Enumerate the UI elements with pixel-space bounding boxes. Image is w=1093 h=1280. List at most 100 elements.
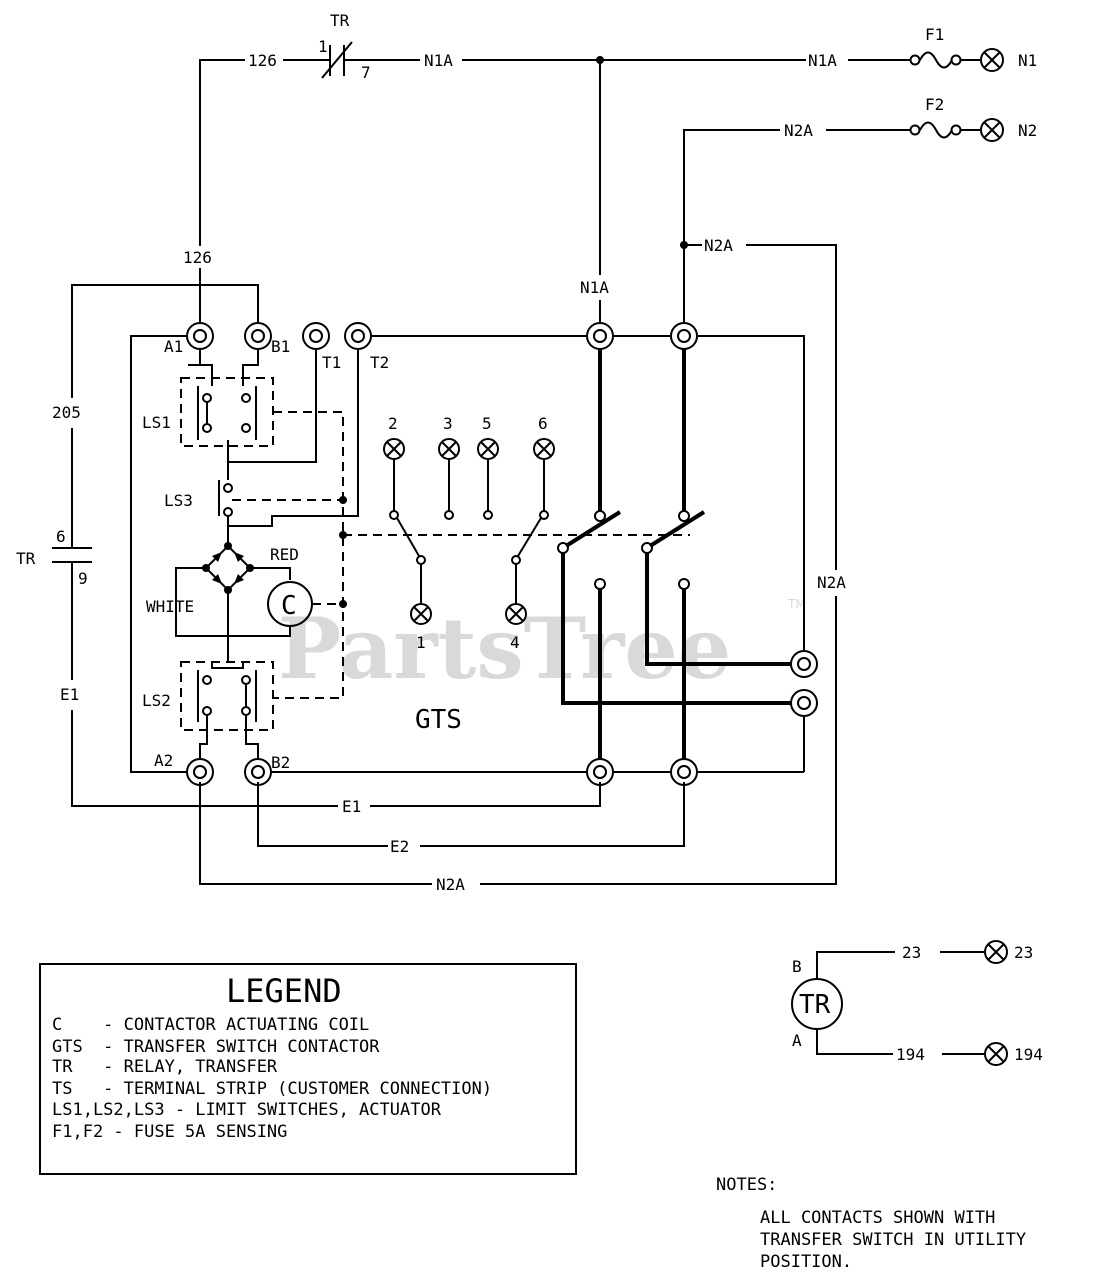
- ls2-contact-4: [241, 706, 251, 716]
- fuse-f2-terminal-left: [909, 124, 921, 136]
- aux-terminal-5-icon: [477, 438, 499, 460]
- wire-126-label-bg: [180, 246, 220, 268]
- bridge-node-top: [224, 542, 232, 550]
- wire-n2a-bottom-left: [199, 782, 432, 885]
- main-contact-n1a-fixed: [594, 510, 606, 522]
- ls-actuator-dash: [273, 411, 344, 699]
- wire-205: [71, 284, 259, 398]
- tr-relay-label: TR: [799, 990, 831, 1020]
- wire-label-n1a-top-right: N1A: [808, 51, 837, 70]
- main-contact-blade-1: [564, 510, 622, 548]
- wire-label-n1a-top-left: N1A: [424, 51, 453, 70]
- ls2-label: LS2: [142, 691, 171, 710]
- fuse-f1-label: F1: [925, 25, 944, 44]
- ls3-wire-t2: [227, 349, 359, 527]
- wire-n2a-top: [683, 129, 780, 322]
- fuse-f2-icon: [919, 121, 953, 139]
- fuse-f2-label: F2: [925, 95, 944, 114]
- tr-relay-pin-b: B: [792, 957, 802, 976]
- aux-blade-left: [396, 517, 420, 557]
- coil-c-label: C: [281, 591, 297, 621]
- terminal-load-2: [790, 689, 818, 717]
- linkage-junction: [339, 531, 347, 539]
- ls2-contact-3: [202, 706, 212, 716]
- wire-white: [175, 567, 291, 637]
- terminal-n2-icon: [980, 118, 1004, 142]
- ls3-dash-junction: [339, 496, 347, 504]
- aux-contact-3: [444, 510, 454, 520]
- tr-contact-pin7: 7: [361, 63, 371, 82]
- terminal-b1: [244, 322, 272, 350]
- tr-contact-pin1: 1: [318, 37, 328, 56]
- aux-label-2: 2: [388, 414, 398, 433]
- terminal-194-label: 194: [1014, 1045, 1043, 1064]
- terminal-b2-label: B2: [271, 753, 290, 772]
- wire-red: [250, 567, 291, 580]
- tr-contact-label: TR: [330, 11, 350, 30]
- terminal-23-icon: [984, 940, 1008, 964]
- terminal-23-label: 23: [1014, 943, 1033, 962]
- terminal-a2-label: A2: [154, 751, 173, 770]
- main-contact-pivot-1: [557, 542, 569, 554]
- wire-label-205: 205: [52, 403, 81, 422]
- aux-contact-6: [539, 510, 549, 520]
- ls2-contact-2: [241, 675, 251, 685]
- aux-label-5: 5: [482, 414, 492, 433]
- aux-label-3: 3: [443, 414, 453, 433]
- tr-relay-wire-a: [816, 1029, 893, 1055]
- legend-line: C - CONTACTOR ACTUATING COIL: [52, 1015, 369, 1035]
- ls2-wire-b2: [245, 715, 259, 759]
- tr-relay-wire-b: [816, 951, 895, 979]
- legend-line: GTS - TRANSFER SWITCH CONTACTOR: [52, 1037, 380, 1057]
- ls1-frame: [180, 377, 274, 447]
- legend-line: LS1,LS2,LS3 - LIMIT SWITCHES, ACTUATOR: [52, 1100, 442, 1120]
- wire-e1-left-lower: [71, 710, 338, 807]
- ls1-label: LS1: [142, 413, 171, 432]
- ls1-contact-2: [241, 393, 251, 403]
- aux-label-6: 6: [538, 414, 548, 433]
- terminal-b1-label: B1: [271, 337, 290, 356]
- wire-label-n2a-right: N2A: [817, 573, 846, 592]
- aux-label-1: 1: [416, 633, 426, 652]
- terminal-e1-bottom: [586, 758, 614, 786]
- terminal-194-icon: [984, 1042, 1008, 1066]
- terminal-t2: [344, 322, 372, 350]
- wire-label-n2a-branch: N2A: [704, 236, 733, 255]
- terminal-load-1: [790, 650, 818, 678]
- wire-label-n2a-bottom: N2A: [436, 875, 465, 894]
- ls2-frame: [180, 661, 274, 731]
- main-contact-load-2: [645, 553, 791, 666]
- tr-relay-wire-23-label: 23: [902, 943, 921, 962]
- wire-label-e2-bottom: E2: [390, 837, 409, 856]
- aux-terminal-3-icon: [438, 438, 460, 460]
- ls1-wire-a1: [188, 349, 213, 386]
- fuse-f1-terminal-left: [909, 54, 921, 66]
- aux-pivot-1: [416, 555, 426, 565]
- notes-line: POSITION.: [760, 1252, 852, 1272]
- wire-126: [199, 59, 245, 322]
- aux-contact-2: [389, 510, 399, 520]
- main-contact-pivot-2: [641, 542, 653, 554]
- terminal-b2: [244, 758, 272, 786]
- aux-blade-right: [517, 517, 542, 557]
- aux-terminal-2-icon: [383, 438, 405, 460]
- tr-contact-slash: [321, 41, 353, 79]
- wire-label-126-top: 126: [248, 51, 277, 70]
- wire-label-e1-left: E1: [60, 685, 79, 704]
- tr-coil-pin6: 6: [56, 527, 66, 546]
- main-contact-emergency-1: [594, 578, 606, 590]
- legend-title: LEGEND: [226, 972, 342, 1010]
- terminal-t1-label: T1: [322, 353, 341, 372]
- ls2-top-link: [211, 662, 244, 669]
- wire-label-n1a-drop: N1A: [580, 278, 609, 297]
- main-contact-emergency-2: [678, 578, 690, 590]
- aux-terminal-1-icon: [410, 603, 432, 625]
- main-contact-load-1: [561, 553, 791, 705]
- wire-white-label: WHITE: [146, 597, 194, 616]
- wire-label-e1-bottom: E1: [342, 797, 361, 816]
- wire-label-126-vertical: 126: [183, 248, 212, 267]
- tr-relay-wire-194-label: 194: [896, 1045, 925, 1064]
- aux-contact-5: [483, 510, 493, 520]
